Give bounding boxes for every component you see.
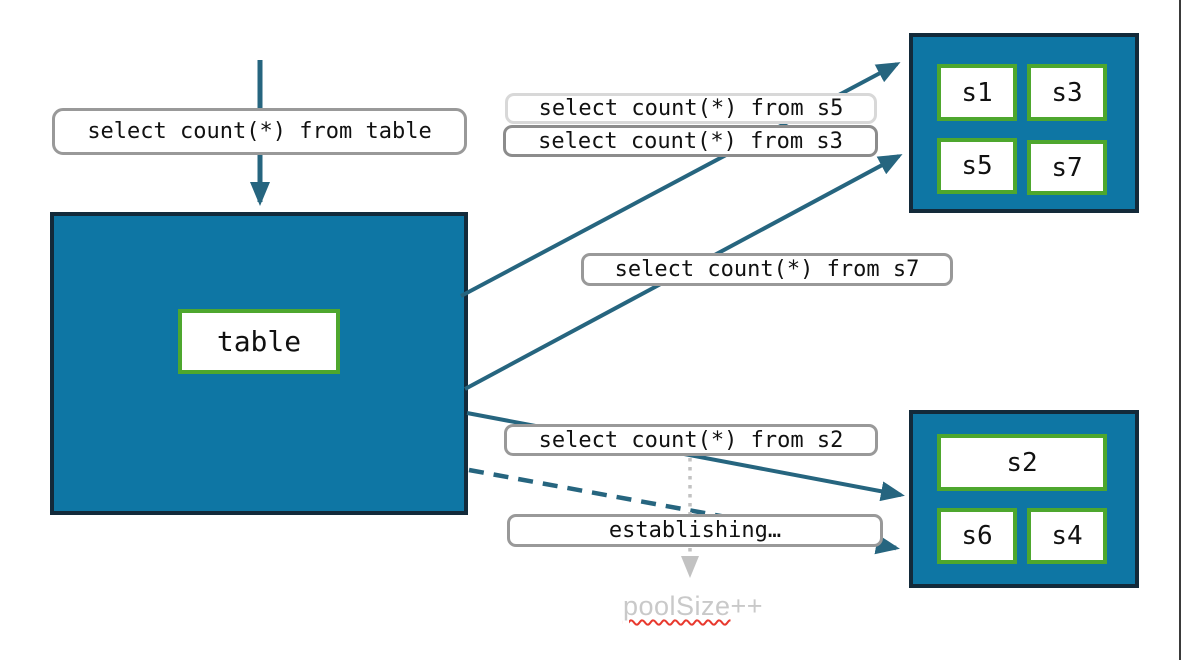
shard-box-s3: s3 [1027, 64, 1107, 121]
query-label-s2-text: select count(*) from s2 [538, 427, 844, 453]
query-label-s2: select count(*) from s2 [504, 424, 878, 456]
shard-label-s7: s7 [1051, 152, 1083, 183]
poolsize-note: poolSize++ [590, 591, 796, 622]
establishing-label: establishing… [507, 514, 883, 547]
table-label: table [216, 325, 302, 358]
poolsize-word: poolSize [622, 591, 731, 621]
query-label-s7: select count(*) from s7 [581, 253, 953, 286]
shard-box-s1: s1 [937, 64, 1017, 121]
shard-box-s2: s2 [937, 434, 1107, 491]
shard-label-s3: s3 [1051, 77, 1083, 108]
shard-box-s6: s6 [937, 508, 1017, 564]
establishing-label-text: establishing… [608, 518, 782, 543]
query-label-s5: select count(*) from s5 [505, 93, 877, 124]
query-label-s3-text: select count(*) from s3 [538, 128, 843, 154]
query-label-table: select count(*) from table [52, 108, 467, 155]
shard-box-s7: s7 [1027, 140, 1107, 195]
query-label-s5-text: select count(*) from s5 [538, 96, 844, 121]
shard-label-s1: s1 [961, 77, 993, 108]
shard-box-s4: s4 [1027, 508, 1107, 564]
query-label-table-text: select count(*) from table [87, 119, 432, 144]
shard-label-s2: s2 [1006, 447, 1038, 478]
query-label-s7-text: select count(*) from s7 [614, 257, 920, 282]
query-label-s3: select count(*) from s3 [503, 125, 878, 157]
shard-label-s6: s6 [961, 521, 993, 551]
shard-box-s5: s5 [937, 138, 1017, 194]
table-label-box: table [178, 309, 340, 374]
slide-right-edge [1179, 0, 1181, 660]
shard-label-s5: s5 [961, 151, 993, 181]
shard-label-s4: s4 [1051, 521, 1083, 551]
poolsize-suffix: ++ [730, 591, 764, 621]
